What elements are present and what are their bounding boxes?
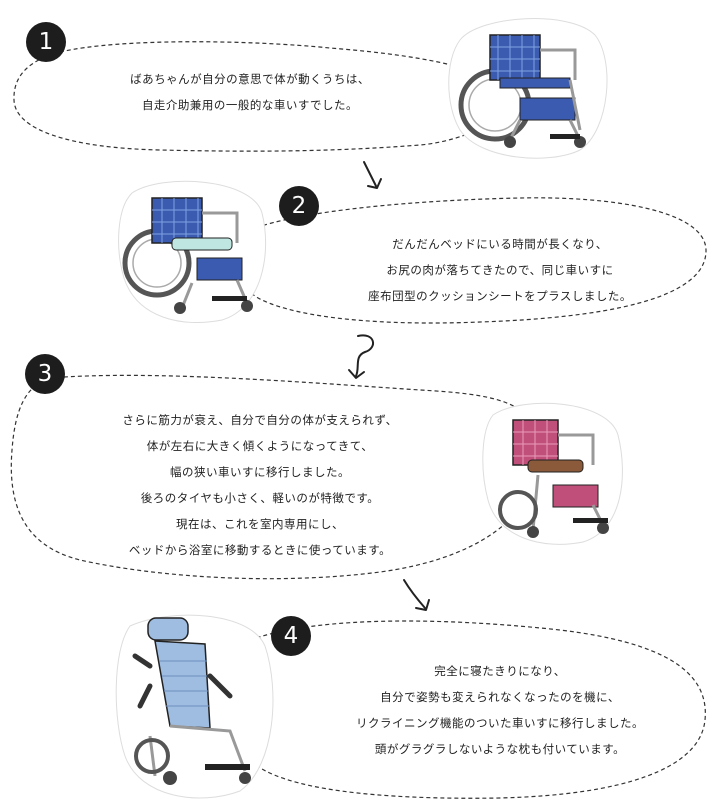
step-2-line: だんだんベッドにいる時間が長くなり、 [392, 237, 608, 251]
step-4-badge: 4 [271, 616, 311, 656]
standard-wheelchair-blue-icon [448, 18, 608, 159]
step-3-line: 後ろのタイヤも小さく、軽いのが特徴です。 [140, 491, 380, 505]
step-2-line: 座布団型のクッションシートをプラスしました。 [368, 289, 632, 303]
step-4-line: 頭がグラグラしないような枕も付いています。 [374, 742, 626, 756]
step-3-text: さらに筋力が衰え、自分で自分の体が支えられず、 体が左右に大きく傾くようになって… [80, 407, 440, 563]
bubble-4-outline [232, 620, 706, 799]
step-3-line: ベッドから浴室に移動するときに使っています。 [128, 543, 392, 557]
bubble-1-outline [13, 41, 511, 152]
step-3-line: さらに筋力が衰え、自分で自分の体が支えられず、 [122, 413, 398, 427]
arrow-1-to-2 [363, 161, 377, 187]
step-1-line: ばあちゃんが自分の意思で体が動くうちは、 [130, 72, 370, 86]
wheelchair-with-cushion-icon [118, 180, 267, 323]
arrow-2-to-3 [355, 334, 374, 377]
step-3-line: 幅の狭い車いすに移行しました。 [170, 465, 350, 479]
step-4-text: 完全に寝たきりになり、 自分で姿勢も変えられなくなったのを機に、 リクライニング… [300, 658, 700, 762]
step-2-line: お尻の肉が落ちてきたので、同じ車いすに [386, 263, 614, 277]
arrow-3-to-4 [403, 579, 426, 609]
step-1-text: ばあちゃんが自分の意思で体が動くうちは、 自走介助兼用の一般的な車いすでした。 [95, 66, 405, 118]
narrow-wheelchair-pink-icon [482, 402, 623, 545]
step-4-line: 完全に寝たきりになり、 [434, 664, 566, 678]
bubble-2-outline [234, 197, 707, 324]
step-3-line: 現在は、これを室内専用にし、 [176, 517, 344, 531]
step-4-line: リクライニング機能のついた車いすに移行しました。 [356, 716, 644, 730]
step-1-line: 自走介助兼用の一般的な車いすでした。 [141, 98, 359, 112]
step-2-text: だんだんベッドにいる時間が長くなり、 お尻の肉が落ちてきたので、同じ車いすに 座… [320, 231, 680, 309]
step-4-line: 自分で姿勢も変えられなくなったのを機に、 [380, 690, 620, 704]
reclining-wheelchair-icon [115, 614, 274, 799]
step-3-badge: 3 [25, 354, 65, 394]
step-2-badge: 2 [279, 186, 319, 226]
step-1-badge: 1 [26, 22, 66, 62]
step-3-line: 体が左右に大きく傾くようになってきて、 [146, 439, 374, 453]
